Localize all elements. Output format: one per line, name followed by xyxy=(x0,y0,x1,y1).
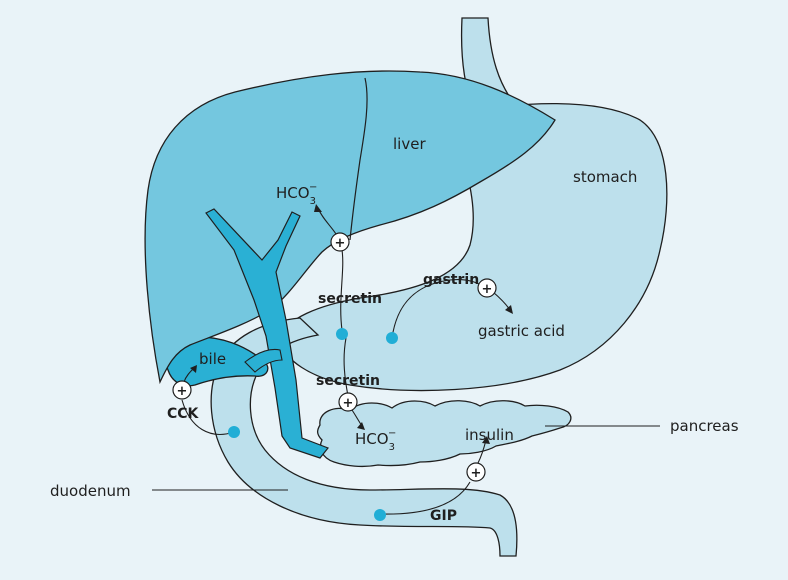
secretin-dot-top xyxy=(336,328,348,340)
hco3-pancreas-base: HCO xyxy=(355,430,389,448)
cck-dot xyxy=(228,426,240,438)
hco3-pancreas-superscript: − xyxy=(388,428,396,439)
plus-gallbladder-sign: + xyxy=(177,384,188,399)
hco3-pancreas-subscript: 3 xyxy=(389,442,395,453)
gastric-acid-label: gastric acid xyxy=(478,322,565,340)
gastrin-label: gastrin xyxy=(423,272,479,288)
insulin-label: insulin xyxy=(465,426,514,444)
secretin-label-top: secretin xyxy=(318,291,382,307)
gip-label: GIP xyxy=(430,508,457,524)
pancreas-label: pancreas xyxy=(670,417,739,435)
hco3-liver-subscript: 3 xyxy=(310,196,316,207)
plus-stomach-sign: + xyxy=(482,282,493,297)
stomach-label: stomach xyxy=(573,168,637,186)
hco3-liver-superscript: − xyxy=(309,182,317,193)
bile-label: bile xyxy=(199,350,226,368)
liver-label: liver xyxy=(393,135,426,153)
plus-pancreas-sign: + xyxy=(343,396,354,411)
plus-liver-sign: + xyxy=(335,236,346,251)
cck-label: CCK xyxy=(167,406,200,422)
gip-dot xyxy=(374,509,386,521)
secretin-label-mid: secretin xyxy=(316,373,380,389)
gastrin-dot xyxy=(386,332,398,344)
plus-insulin-sign: + xyxy=(471,466,482,481)
hco3-liver-base: HCO xyxy=(276,184,310,202)
duodenum-label: duodenum xyxy=(50,482,131,500)
